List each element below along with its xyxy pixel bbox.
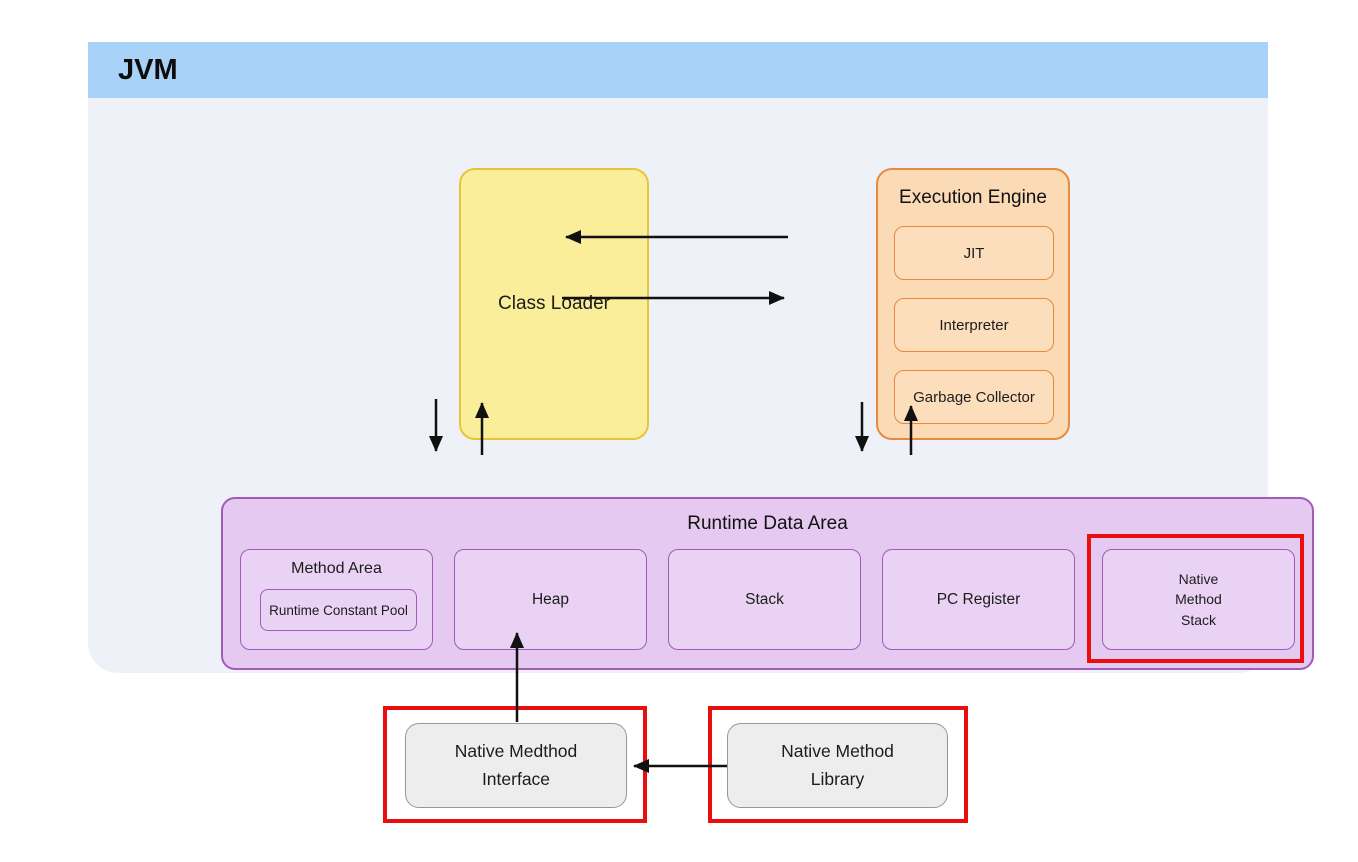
jvm-container: JVM Class Loader Execution Engine JIT In… xyxy=(88,42,1314,673)
method-area-box: Method Area Runtime Constant Pool xyxy=(240,549,433,650)
native-method-stack-highlight: Native Method Stack xyxy=(1087,534,1304,663)
native-method-stack-box: Native Method Stack xyxy=(1102,549,1295,650)
jvm-title: JVM xyxy=(118,54,178,86)
native-method-library-highlight xyxy=(708,706,968,823)
runtime-constant-pool-box: Runtime Constant Pool xyxy=(260,589,417,631)
interpreter-box: Interpreter xyxy=(894,298,1054,352)
pc-register-box: PC Register xyxy=(882,549,1075,650)
garbage-collector-box: Garbage Collector xyxy=(894,370,1054,424)
method-area-label: Method Area xyxy=(291,560,382,577)
jit-box: JIT xyxy=(894,226,1054,280)
stack-box: Stack xyxy=(668,549,861,650)
class-loader-label: Class Loader xyxy=(498,293,610,314)
runtime-data-area-label: Runtime Data Area xyxy=(687,513,848,534)
native-method-interface-box: Native Medthod Interface xyxy=(405,723,627,808)
class-loader-box: Class Loader xyxy=(459,168,649,440)
execution-engine-label: Execution Engine xyxy=(899,187,1047,208)
jvm-header-bar: JVM xyxy=(88,42,1268,98)
execution-engine-box: Execution Engine JIT Interpreter Garbage… xyxy=(876,168,1070,440)
runtime-data-area-box: Runtime Data Area Method Area Runtime Co… xyxy=(221,497,1314,670)
native-method-library-box: Native Method Library xyxy=(727,723,948,808)
heap-box: Heap xyxy=(454,549,647,650)
